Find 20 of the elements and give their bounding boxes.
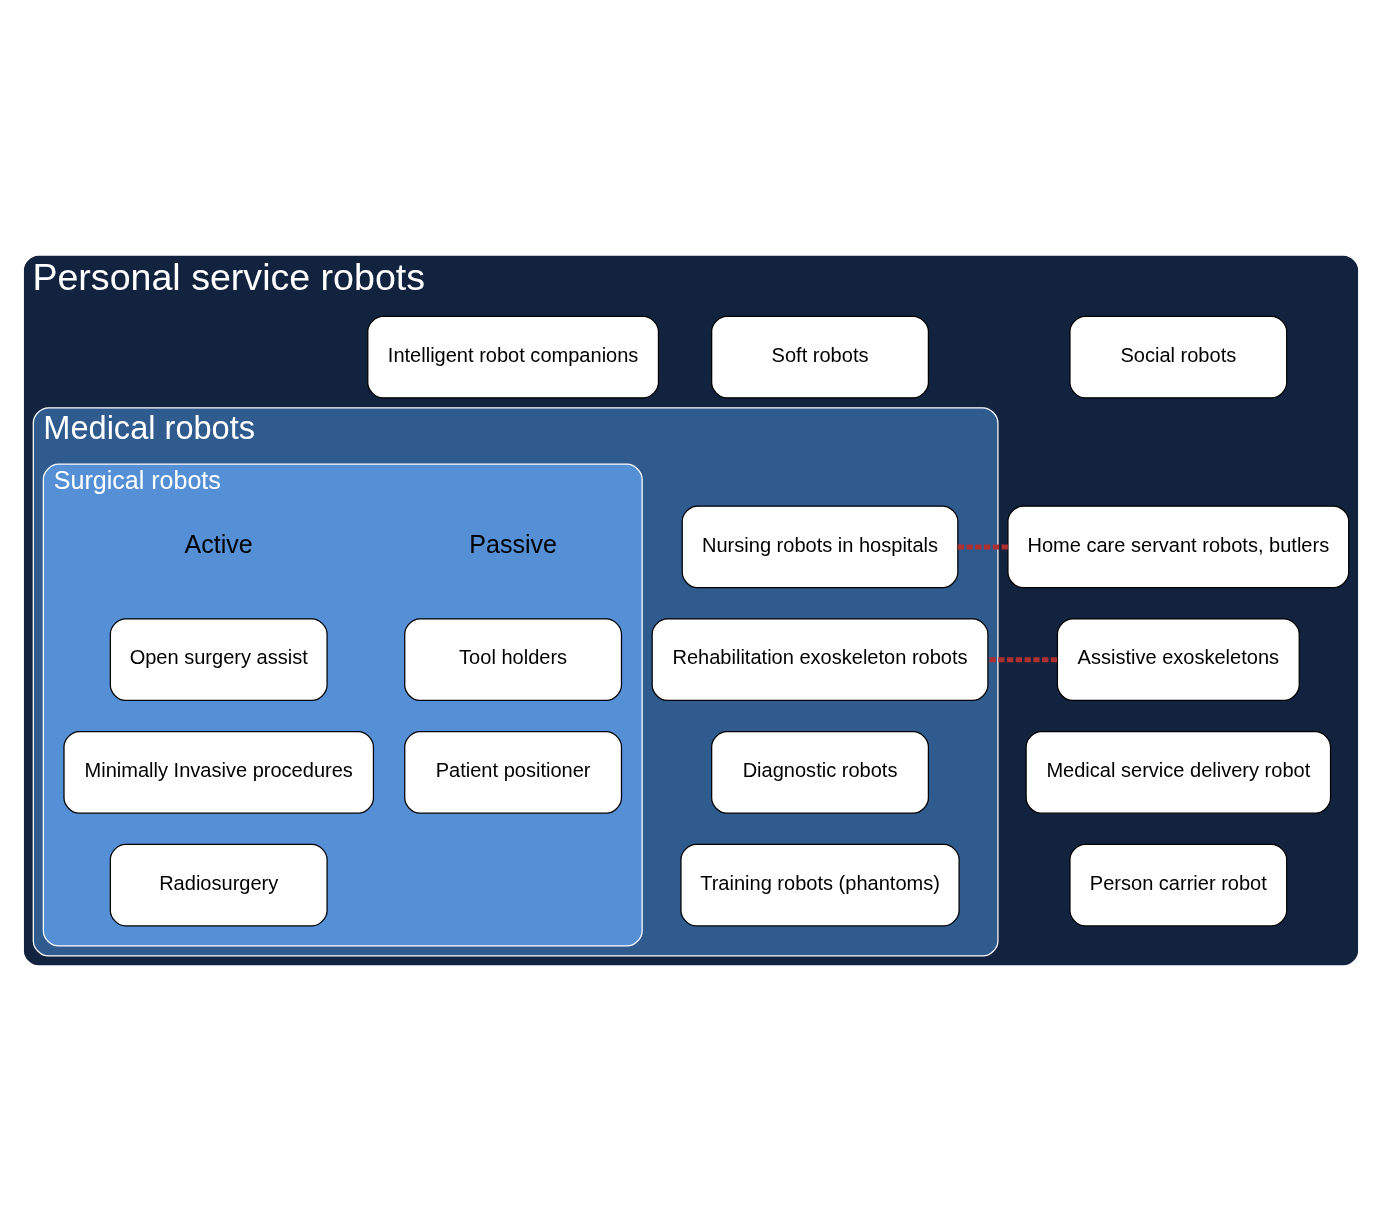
node-box: Home care servant robots, butlers xyxy=(1007,505,1350,589)
node-box: Radiosurgery xyxy=(109,843,328,927)
connector xyxy=(957,544,1008,550)
label: Passive xyxy=(469,530,557,559)
node-box: Tool holders xyxy=(404,618,623,701)
node-box: Intelligent robot companions xyxy=(367,315,660,399)
node-box: Minimally Invasive procedures xyxy=(63,731,375,814)
node-box: Soft robots xyxy=(711,315,930,399)
connector xyxy=(988,657,1058,663)
node-box: Diagnostic robots xyxy=(711,731,930,814)
node-box: Social robots xyxy=(1069,315,1288,399)
node-box: Person carrier robot xyxy=(1069,843,1288,927)
node-box: Nursing robots in hospitals xyxy=(681,505,959,589)
node-box: Assistive exoskeletons xyxy=(1056,618,1300,701)
node-box: Rehabilitation exoskeleton robots xyxy=(651,618,989,701)
node-box: Open surgery assist xyxy=(109,618,328,701)
label: Active xyxy=(184,530,253,559)
node-box: Patient positioner xyxy=(404,731,623,814)
node-box: Training robots (phantoms) xyxy=(680,843,960,927)
node-box: Medical service delivery robot xyxy=(1025,731,1332,814)
